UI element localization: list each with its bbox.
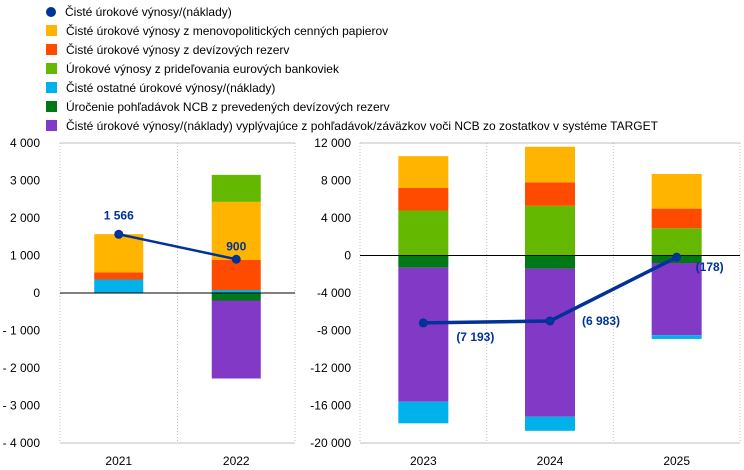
bar-segment bbox=[398, 255, 449, 268]
y-tick-label: - 4 000 bbox=[3, 436, 41, 450]
y-tick-label: -4 000 bbox=[317, 286, 351, 300]
bar-segment bbox=[651, 335, 702, 339]
bar-segment bbox=[525, 146, 575, 183]
bar-segment bbox=[211, 201, 261, 260]
bar-segment bbox=[398, 401, 449, 424]
y-tick-label: - 2 000 bbox=[3, 361, 41, 375]
legend-label: Čisté úrokové výnosy/(náklady) vyplývajú… bbox=[66, 118, 658, 133]
legend-label: Úročenie pohľadávok NCB z prevedených de… bbox=[66, 99, 390, 114]
bar-segment bbox=[94, 272, 144, 280]
bar-segment bbox=[525, 255, 575, 269]
y-tick-label: 4 000 bbox=[10, 136, 40, 150]
chart-panel-0: 4 000 3 000 2 000 1 000 0 - 1 000 - 2 000 - 3 0… bbox=[3, 136, 296, 468]
bar-segment bbox=[94, 234, 144, 273]
y-tick-label: 0 bbox=[344, 249, 351, 263]
line-point bbox=[545, 316, 555, 326]
data-label: 900 bbox=[226, 239, 246, 253]
legend-swatch bbox=[46, 6, 56, 17]
data-label: (178) bbox=[696, 260, 724, 274]
line-point bbox=[231, 254, 241, 264]
net-interest-line bbox=[118, 233, 237, 261]
y-tick-label: 2 000 bbox=[10, 211, 40, 225]
bar-segment bbox=[651, 263, 702, 336]
line-point bbox=[672, 252, 682, 262]
x-tick-label: 2025 bbox=[663, 454, 690, 468]
bar-segment bbox=[398, 188, 449, 211]
bar-segment bbox=[651, 208, 702, 229]
y-tick-label: 0 bbox=[33, 286, 40, 300]
bar-segment bbox=[525, 205, 575, 256]
bar-segment bbox=[525, 416, 575, 431]
bar-segment bbox=[651, 228, 702, 256]
data-label: (7 193) bbox=[456, 330, 494, 344]
bar-segment bbox=[211, 290, 261, 293]
legend-swatch bbox=[46, 63, 57, 74]
bar-segment bbox=[525, 182, 575, 206]
x-tick-label: 2022 bbox=[223, 454, 250, 468]
legend-item: Úrokové výnosy z prideľovania eurových b… bbox=[46, 59, 658, 78]
x-tick-label: 2021 bbox=[105, 454, 132, 468]
bar-segment bbox=[94, 279, 144, 293]
y-tick-label: 4 000 bbox=[321, 211, 351, 225]
legend-item: Čisté úrokové výnosy/(náklady) vyplývajú… bbox=[46, 116, 658, 135]
legend-swatch bbox=[46, 101, 57, 112]
y-tick-label: -16 000 bbox=[310, 399, 351, 413]
bar-segment bbox=[398, 210, 449, 256]
legend-item: Čisté úrokové výnosy z devízových rezerv bbox=[46, 40, 658, 59]
y-tick-label: -8 000 bbox=[317, 324, 351, 338]
legend-label: Úrokové výnosy z prideľovania eurových b… bbox=[66, 61, 339, 76]
bar-segment bbox=[525, 268, 575, 417]
legend-swatch bbox=[46, 82, 57, 93]
y-tick-label: 3 000 bbox=[10, 174, 40, 188]
x-tick-label: 2024 bbox=[537, 454, 564, 468]
y-tick-label: 8 000 bbox=[321, 174, 351, 188]
legend-swatch bbox=[46, 120, 57, 131]
bar-segment bbox=[211, 293, 261, 301]
y-tick-label: 1 000 bbox=[10, 249, 40, 263]
legend-swatch bbox=[46, 25, 57, 36]
bar-segment bbox=[651, 173, 702, 209]
bar-segment bbox=[211, 174, 261, 202]
y-tick-label: - 1 000 bbox=[3, 324, 41, 338]
legend-item: Úročenie pohľadávok NCB z prevedených de… bbox=[46, 97, 658, 116]
line-point bbox=[114, 229, 124, 239]
line-point bbox=[418, 318, 428, 328]
legend-swatch bbox=[46, 44, 57, 55]
y-tick-label: -20 000 bbox=[310, 436, 351, 450]
y-tick-label: -12 000 bbox=[310, 361, 351, 375]
chart-panel-1: 12 000 8 000 4 000 0 -4 000 -8 000 -12 000 -16 … bbox=[310, 136, 741, 468]
y-tick-label: 12 000 bbox=[314, 136, 351, 150]
legend-label: Čisté úrokové výnosy z devízových rezerv bbox=[66, 42, 290, 57]
bar-segment bbox=[211, 260, 261, 290]
legend-item: Čisté ostatné úrokové výnosy/(náklady) bbox=[46, 78, 658, 97]
data-label: 1 566 bbox=[104, 208, 134, 222]
legend-item: Čisté úrokové výnosy/(náklady) bbox=[46, 2, 658, 21]
legend-item: Čisté úrokové výnosy z menovopolitických… bbox=[46, 21, 658, 40]
x-tick-label: 2023 bbox=[410, 454, 437, 468]
bar-segment bbox=[398, 267, 449, 402]
bar-segment bbox=[211, 300, 261, 379]
bar-segment bbox=[398, 156, 449, 188]
legend-label: Čisté úrokové výnosy/(náklady) bbox=[65, 4, 232, 19]
y-tick-label: - 3 000 bbox=[3, 399, 41, 413]
legend-label: Čisté ostatné úrokové výnosy/(náklady) bbox=[66, 80, 276, 95]
legend-label: Čisté úrokové výnosy z menovopolitických… bbox=[66, 23, 389, 38]
legend: Čisté úrokové výnosy/(náklady) Čisté úrok… bbox=[46, 2, 658, 135]
data-label: (6 983) bbox=[582, 314, 620, 328]
